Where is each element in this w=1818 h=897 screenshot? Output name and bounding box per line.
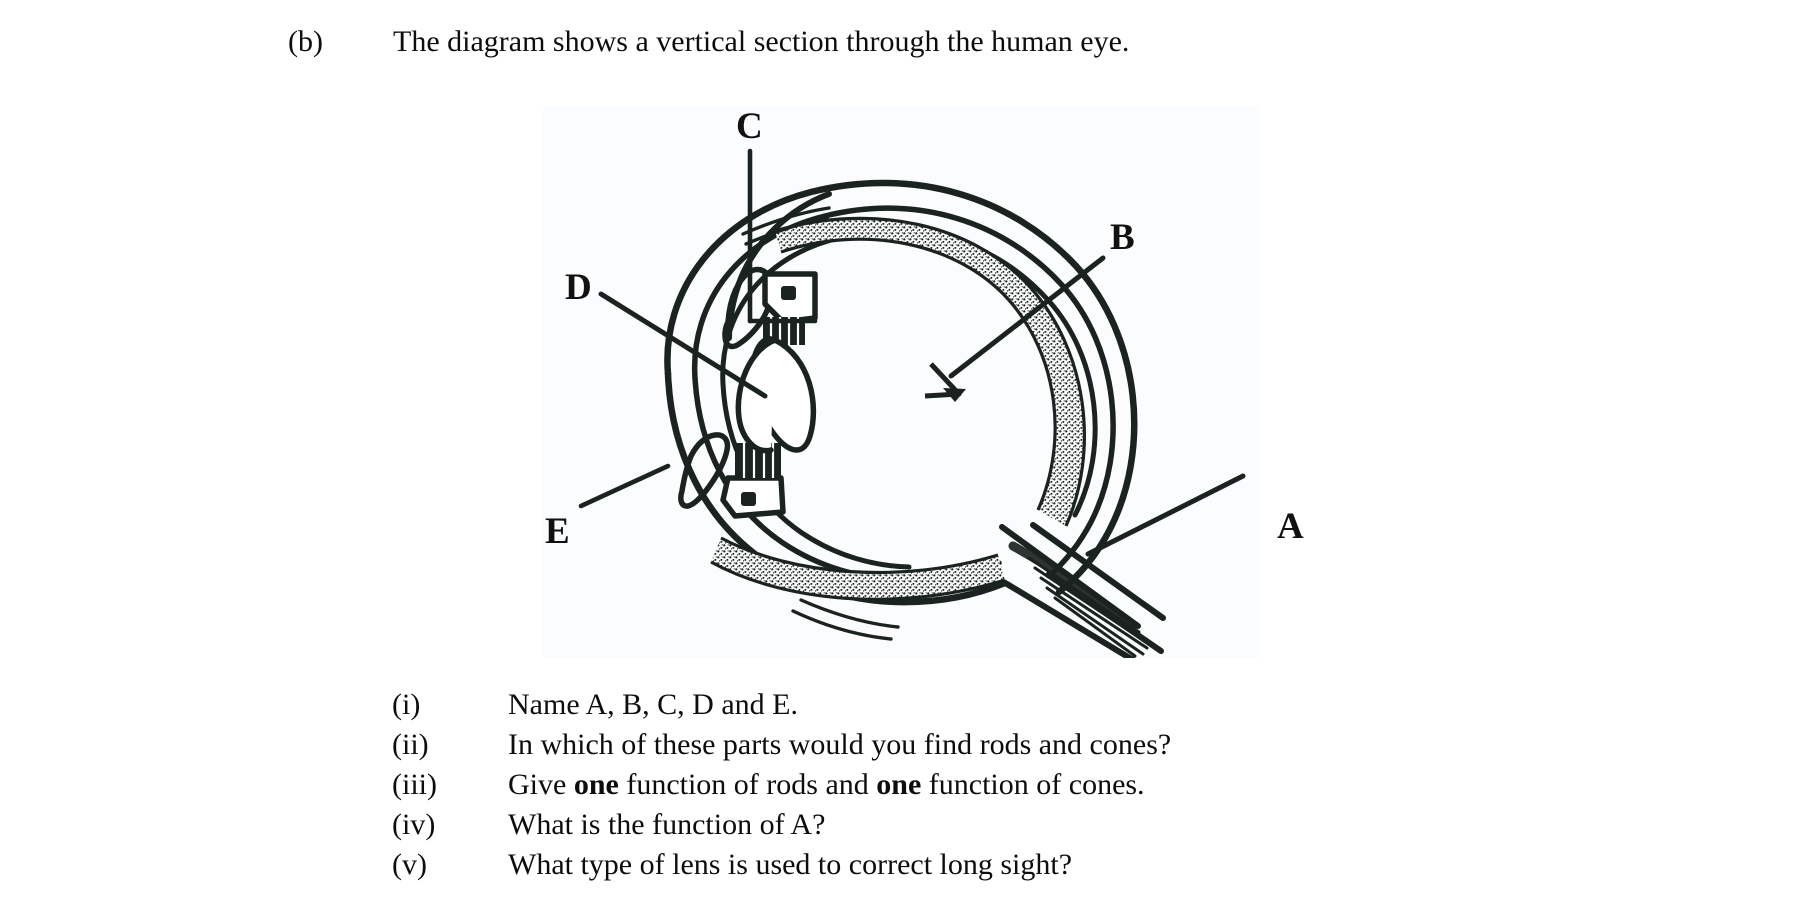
diagram-label-A: A — [1277, 506, 1304, 547]
sub-question-number: (iv) — [392, 808, 436, 841]
q-part-mid: function of rods and — [618, 768, 877, 801]
sub-question-row: (ii) In which of these parts would you f… — [0, 725, 1818, 765]
sub-question-text: Give one function of rods and one functi… — [508, 765, 1145, 805]
diagram-label-D: D — [565, 267, 592, 308]
retina-stipple-lower — [711, 538, 1005, 600]
sketch-whiskers — [741, 206, 900, 641]
sub-question-row: (v) What type of lens is used to correct… — [0, 845, 1818, 885]
sub-question-list: (i) Name A, B, C, D and E. (ii) In which… — [0, 685, 1818, 885]
question-marker: (b) — [288, 25, 323, 58]
lens — [735, 336, 817, 454]
leader-line-C — [747, 148, 818, 324]
q-emphasis-one-rods: one — [573, 768, 619, 801]
diagram-label-E: E — [545, 511, 570, 552]
q-part-plain: In which of these parts would you find r… — [508, 728, 1172, 761]
sub-question-row: (i) Name A, B, C, D and E. — [0, 685, 1818, 725]
leader-line-D — [598, 291, 768, 399]
sub-question-row: (iii) Give one function of rods and one … — [0, 765, 1818, 805]
ciliary-body-lower — [720, 475, 786, 519]
sub-question-number: (ii) — [392, 728, 429, 761]
sub-question-row: (iv) What is the function of A? — [0, 805, 1818, 845]
leader-line-A — [1085, 473, 1246, 557]
question-stem-text: The diagram shows a vertical section thr… — [393, 25, 1130, 58]
leader-line-B — [948, 255, 1106, 379]
sub-question-number: (v) — [392, 848, 427, 881]
question-stem-row: (b) The diagram shows a vertical section… — [0, 20, 1818, 64]
q-part-plain: What type of lens is used to correct lon… — [508, 848, 1073, 881]
q-part-suffix: function of cones. — [921, 768, 1145, 801]
q-emphasis-one-cones: one — [876, 768, 922, 801]
sub-question-text: What type of lens is used to correct lon… — [508, 845, 1072, 885]
diagram-label-B: B — [1110, 217, 1135, 258]
sub-question-text: In which of these parts would you find r… — [508, 725, 1171, 765]
q-part-plain: Give — [508, 768, 574, 801]
ciliary-body-upper — [762, 271, 818, 325]
sub-question-text: Name A, B, C, D and E. — [508, 685, 798, 725]
sub-question-text: What is the function of A? — [508, 805, 825, 845]
arrowhead-B-fill — [943, 388, 966, 402]
eye-diagram-figure: C B D — [543, 106, 1260, 658]
sub-question-number: (i) — [392, 688, 421, 721]
q-part-plain: Name A, B, C, D and E. — [508, 688, 798, 721]
diagram-label-C: C — [736, 106, 763, 147]
leader-line-E — [578, 463, 671, 509]
sub-question-number: (iii) — [392, 768, 437, 801]
eye-diagram-drawing — [578, 148, 1246, 658]
q-part-plain: What is the function of A? — [508, 808, 826, 841]
